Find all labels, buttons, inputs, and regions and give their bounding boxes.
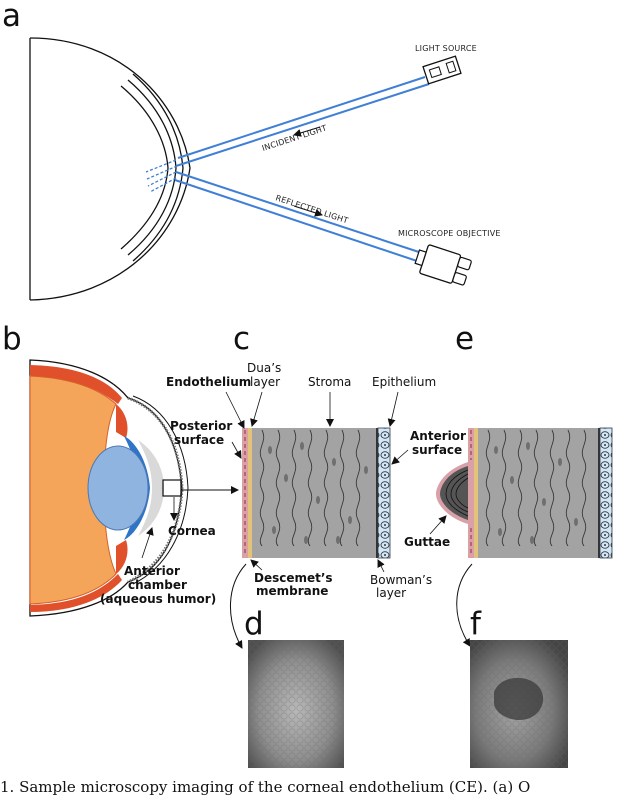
incident-arrow	[293, 126, 321, 137]
reflected-light-label: REFLECTED LIGHT	[274, 193, 349, 225]
scatter-rays	[145, 159, 178, 193]
curve-arrow-e-to-f	[456, 563, 473, 647]
magnify-box	[162, 479, 182, 497]
panel-label-b: b	[2, 321, 22, 357]
specular-microscopy-image-d	[248, 640, 344, 768]
panel-label-f: f	[470, 606, 482, 642]
incident-light-beam	[175, 76, 430, 167]
bowmans-label-1: Bowman’s	[370, 573, 432, 587]
anterior-surface-label-1: Anterior	[410, 429, 466, 443]
cornea-arc	[127, 396, 184, 584]
microscope-objective-label: MICROSCOPE OBJECTIVE	[398, 229, 501, 238]
reflected-light-beam	[174, 171, 426, 263]
iris-blue	[124, 436, 150, 540]
posterior-surface-label-1: Posterior	[170, 419, 232, 433]
anterior-chamber-label-2: chamber	[128, 578, 187, 592]
panel-label-d: d	[244, 606, 264, 642]
light-source-label: LIGHT SOURCE	[415, 44, 477, 53]
bowman-layer	[376, 428, 378, 558]
light-source-icon	[422, 55, 462, 85]
specular-microscopy-image-f	[470, 640, 568, 768]
duas-layer-label-2: layer	[250, 375, 280, 389]
cornea-layers-c	[242, 427, 391, 559]
anterior-surface-label-2: surface	[412, 443, 462, 457]
cornea-layers-e	[436, 427, 613, 559]
panel-label-a: a	[2, 0, 21, 34]
eye-outline-a	[29, 37, 191, 301]
lens	[87, 445, 149, 531]
curve-arrow-c-to-d	[230, 563, 247, 649]
stroma-label: Stroma	[308, 375, 351, 389]
ciliary-body	[116, 404, 128, 574]
guttae-dark-spot	[494, 677, 544, 721]
figure-canvas: a LIGHT SOURCE INCIDENT LIGHT REFLECTED …	[2, 0, 613, 768]
stroma-keratocytes	[268, 442, 368, 544]
stroma-block	[252, 428, 376, 558]
reflected-arrow	[293, 205, 323, 217]
panel-label-e: e	[455, 321, 474, 357]
cornea-label: Cornea	[168, 524, 216, 538]
anterior-chamber	[138, 440, 164, 536]
endothelium-label: Endothelium	[166, 375, 251, 389]
duas-layer-label-1: Dua’s	[247, 361, 281, 375]
epithelium-layer	[377, 427, 391, 559]
panel-label-c: c	[233, 321, 250, 357]
figure-caption: 1. Sample microscopy imaging of the corn…	[0, 778, 531, 796]
guttae-label: Guttae	[404, 535, 450, 549]
descemet-layer	[248, 428, 252, 558]
descemets-label-2: membrane	[256, 584, 328, 598]
bowmans-label-2: layer	[376, 586, 406, 600]
choroid-red	[30, 365, 122, 612]
anterior-chamber-label-3: (aqueous humor)	[100, 592, 216, 606]
descemets-label-1: Descemet’s	[254, 571, 333, 585]
stroma-fibers	[259, 429, 361, 547]
epithelium-label: Epithelium	[372, 375, 436, 389]
microscope-objective-icon	[414, 244, 472, 286]
anterior-chamber-label-1: Anterior	[124, 564, 180, 578]
posterior-surface-label-2: surface	[174, 433, 224, 447]
